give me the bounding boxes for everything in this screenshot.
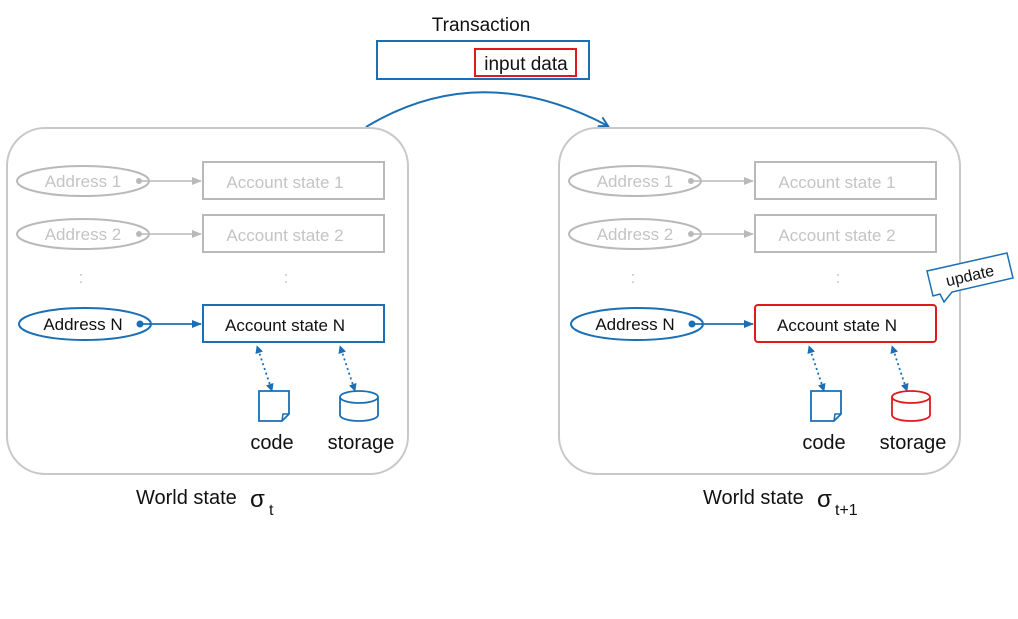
transaction-title: Transaction [432, 15, 531, 36]
caption-sigma: σ [250, 486, 265, 513]
account-state-n-label: Account state N [777, 316, 897, 335]
account-state-1-box [754, 161, 937, 200]
ellipsis-address: : [79, 268, 84, 287]
state-transition-arrow [365, 91, 608, 128]
ellipsis-account: : [836, 268, 841, 287]
account-state-1-label: Account state 1 [778, 173, 895, 192]
pointer-dot [688, 231, 694, 237]
code-label: code [250, 432, 293, 454]
input-data-highlight [474, 48, 577, 77]
account-state-2-label: Account state 2 [226, 226, 343, 245]
transaction-group: Transaction input data [376, 15, 590, 80]
pointer-dot [688, 178, 694, 184]
address-n-label: Address N [595, 315, 674, 334]
storage-label: storage [880, 432, 947, 454]
account-state-2-box [202, 214, 385, 253]
account-state-n-box [202, 304, 385, 343]
caption-text: World state [136, 487, 237, 509]
address-2-label: Address 2 [597, 225, 674, 244]
account-state-n-label: Account state N [225, 316, 345, 335]
code-link [807, 345, 826, 392]
storage-link [338, 345, 357, 392]
caption-sigma: σ [817, 486, 832, 513]
world-state-right: Address 1 Account state 1 Address 2 Acco… [558, 127, 1014, 475]
world-state-caption-right: World state σ t+1 [703, 486, 858, 519]
address-1-label: Address 1 [45, 172, 122, 191]
database-icon [891, 390, 931, 422]
storage-link [890, 345, 909, 392]
world-state-left: Address 1 Account state 1 Address 2 Acco… [6, 127, 409, 475]
pointer-dot [136, 178, 142, 184]
input-data-label: input data [484, 54, 568, 75]
ellipsis-address: : [631, 268, 636, 287]
code-link [255, 345, 274, 392]
pointer-dot [136, 320, 144, 328]
database-icon [339, 390, 379, 422]
pointer-dot [136, 231, 142, 237]
account-state-1-box [202, 161, 385, 200]
document-icon [258, 390, 290, 422]
address-2-label: Address 2 [45, 225, 122, 244]
caption-text: World state [703, 487, 804, 509]
update-callout: update [926, 252, 1014, 304]
account-state-n-box [754, 304, 937, 343]
pointer-dot [688, 320, 696, 328]
address-n-label: Address N [43, 315, 122, 334]
caption-subscript: t+1 [835, 502, 858, 519]
address-1-label: Address 1 [597, 172, 674, 191]
world-state-caption-left: World state σ t [136, 486, 274, 519]
account-state-2-label: Account state 2 [778, 226, 895, 245]
code-label: code [802, 432, 845, 454]
account-state-1-label: Account state 1 [226, 173, 343, 192]
account-state-2-box [754, 214, 937, 253]
ellipsis-account: : [284, 268, 289, 287]
caption-subscript: t [269, 502, 274, 519]
document-icon [810, 390, 842, 422]
storage-label: storage [328, 432, 395, 454]
